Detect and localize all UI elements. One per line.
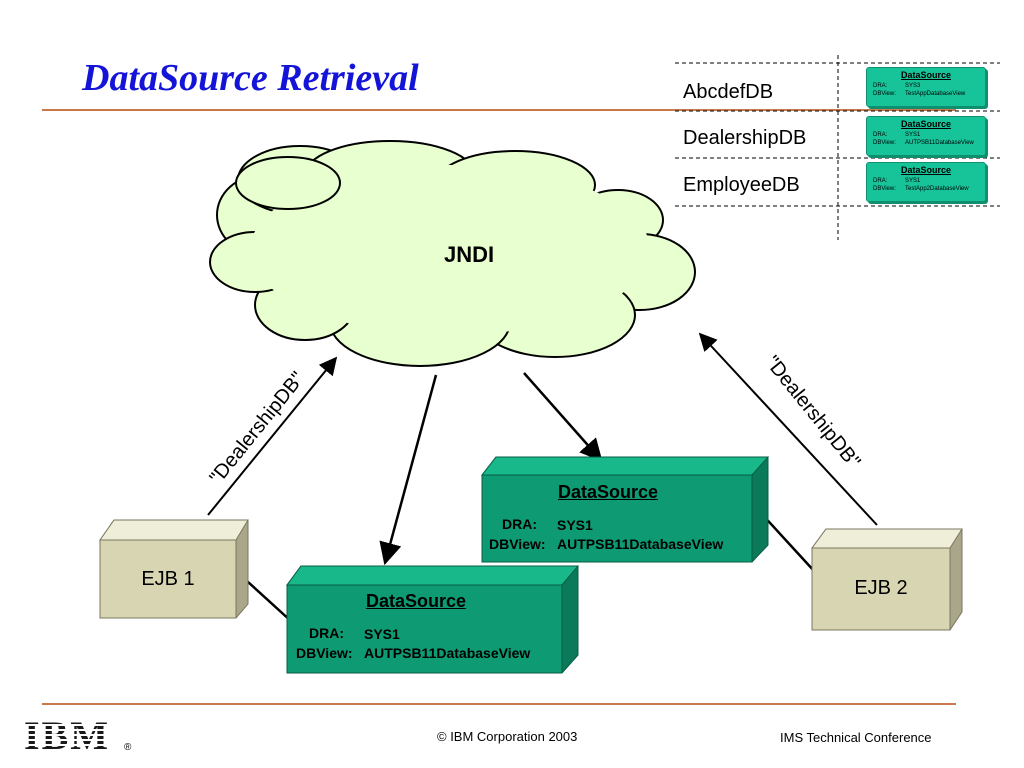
slide-title: DataSource Retrieval (82, 57, 419, 99)
mini-datasource-title: DataSource (900, 70, 952, 80)
datasource-right-box (480, 456, 770, 563)
footer-copyright: © IBM Corporation 2003 (437, 729, 578, 744)
return-arrow-right (523, 372, 603, 462)
registry-datasource-dealershipdb: DataSource DRA: SYS1 DBView: AUTPSB11Dat… (866, 116, 986, 156)
ejb2-box (811, 528, 963, 631)
mini-dbview-value: TestApp2DatabaseView (905, 186, 969, 192)
ejb1-box (99, 519, 249, 619)
mini-dbview-label: DBView: (873, 186, 896, 192)
datasource-left-dra-label: DRA: (309, 625, 344, 641)
datasource-right-dbview-value: AUTPSB11DatabaseView (557, 536, 724, 552)
mini-dra-value: SYS3 (905, 83, 921, 89)
mini-dra-value: SYS1 (905, 132, 921, 138)
mini-dbview-value: TestAppDatabaseView (905, 91, 966, 97)
registry-db-employeedb: EmployeeDB (683, 174, 800, 196)
mini-datasource-title: DataSource (900, 165, 952, 175)
datasource-right-dbview-label: DBView: (489, 536, 546, 552)
datasource-left-dbview-value: AUTPSB11DatabaseView (364, 645, 531, 661)
mini-dbview-label: DBView: (873, 91, 896, 97)
connector-ejb2-datasource (759, 511, 816, 573)
return-arrow-left (379, 374, 438, 566)
title-divider (42, 109, 956, 111)
mini-dra-label: DRA: (873, 83, 888, 89)
datasource-left-dra-value: SYS1 (364, 626, 400, 642)
datasource-left-title: DataSource (365, 591, 467, 611)
registry-db-abcdefdb: AbcdefDB (683, 81, 774, 103)
ejb1-label: EJB 1 (141, 568, 195, 590)
footer-divider (42, 703, 956, 705)
ejb2-label: EJB 2 (854, 577, 908, 599)
jndi-cloud (209, 140, 696, 367)
footer-conference: IMS Technical Conference (780, 730, 932, 745)
datasource-left-box (286, 565, 580, 674)
ibm-registered-mark: ® (124, 742, 132, 753)
mini-dbview-label: DBView: (873, 140, 896, 146)
mini-dra-value: SYS1 (905, 178, 921, 184)
registry-datasource-abcdefdb: DataSource DRA: SYS3 DBView: TestAppData… (866, 67, 986, 107)
mini-dra-label: DRA: (873, 132, 888, 138)
datasource-right-dra-label: DRA: (502, 516, 537, 532)
ibm-logo: IBM (24, 713, 110, 758)
lookup-arrow-ejb1 (207, 356, 338, 516)
datasource-left-dbview-label: DBView: (296, 645, 353, 661)
mini-datasource-title: DataSource (900, 119, 952, 129)
datasource-right-dra-value: SYS1 (557, 517, 593, 533)
jndi-label: JNDI (444, 242, 495, 267)
ejb1-lookup-label: "DealershipDB" (205, 368, 309, 489)
mini-dra-label: DRA: (873, 178, 888, 184)
registry-datasource-employeedb: DataSource DRA: SYS1 DBView: TestApp2Dat… (866, 162, 986, 202)
registry-db-dealershipdb: DealershipDB (683, 127, 807, 149)
lookup-arrow-ejb2 (698, 332, 878, 526)
datasource-right-title: DataSource (557, 482, 659, 502)
mini-dbview-value: AUTPSB11DatabaseView (905, 140, 974, 146)
